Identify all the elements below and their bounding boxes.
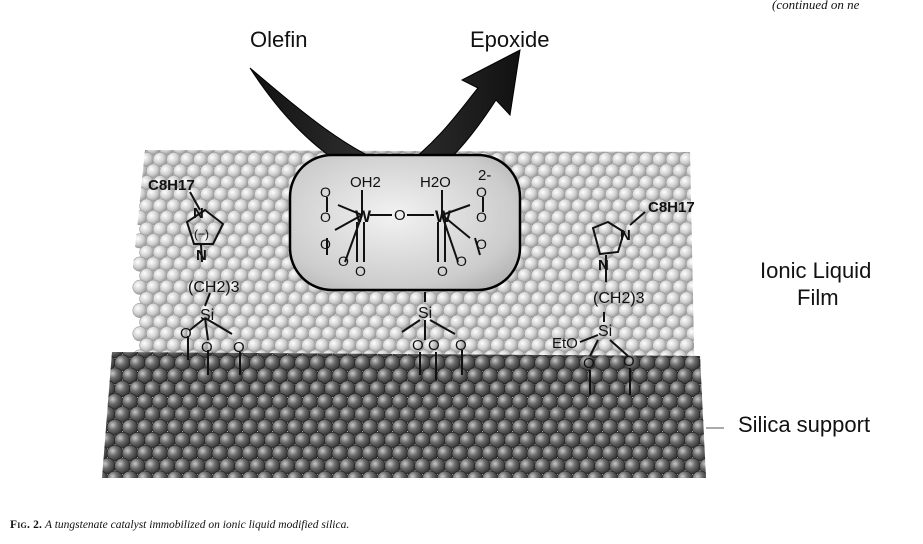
left-charge: (−) <box>194 227 209 241</box>
aqua-ligand-left: OH2 <box>350 174 381 191</box>
left-o3: O <box>233 339 245 356</box>
right-si: Si <box>598 323 612 340</box>
left-o1: O <box>180 325 192 342</box>
peroxo-o8: O <box>456 253 467 269</box>
ionic-liquid-label: Ionic Liquid <box>760 258 871 283</box>
center-o1: O <box>412 337 424 354</box>
olefin-label: Olefin <box>250 27 307 52</box>
silica-support-label: Silica support <box>738 412 870 437</box>
peroxo-o1: O <box>320 184 331 200</box>
center-o3: O <box>455 337 467 354</box>
left-si: Si <box>200 307 214 324</box>
tungsten-atom-left: W <box>355 207 372 226</box>
right-n-bottom: N <box>598 257 609 274</box>
left-n-top: N <box>193 205 204 222</box>
right-n-top: N <box>620 227 631 244</box>
left-chain-labels: C8H17 N (−) N (CH2)3 Si O O O <box>148 177 245 356</box>
peroxo-o4: O <box>338 253 349 269</box>
left-o2: O <box>201 339 213 356</box>
complex-charge: 2- <box>478 167 491 184</box>
peroxo-o5: O <box>476 184 487 200</box>
left-linker: (CH2)3 <box>188 279 240 296</box>
right-eto: EtO <box>552 335 578 352</box>
right-chain-labels: C8H17 N N (CH2)3 Si EtO O O <box>552 199 695 372</box>
tungstate-complex <box>326 190 484 263</box>
aqua-ligand-right: H2O <box>420 174 451 191</box>
film-label: Film <box>797 285 839 310</box>
right-linker: (CH2)3 <box>593 290 645 307</box>
caption-text: A tungstenate catalyst immobilized on io… <box>45 519 350 531</box>
center-o2: O <box>428 337 440 354</box>
caption-label: Fig. 2. <box>10 519 43 531</box>
left-n-bottom: N <box>196 247 207 264</box>
right-o1: O <box>583 355 595 372</box>
peroxo-o6: O <box>476 209 487 225</box>
center-si: Si <box>418 305 432 322</box>
center-anchor-labels: Si O O O <box>412 305 467 354</box>
peroxo-o2: O <box>320 209 331 225</box>
oxo-left: O <box>355 263 366 279</box>
silica-support-layer <box>102 352 706 478</box>
left-imidazolium-chain <box>185 191 241 375</box>
left-alkyl: C8H17 <box>148 177 195 194</box>
continued-note: (continued on ne <box>772 0 860 12</box>
bridging-oxygen: O <box>394 207 406 224</box>
center-anchor <box>401 292 463 380</box>
oxo-right: O <box>437 263 448 279</box>
figure-caption: Fig. 2. A tungstenate catalyst immobiliz… <box>10 519 910 531</box>
complex-atom-labels: W W O OH2 H2O 2- O O O O O O O O O O <box>320 167 491 279</box>
right-o2: O <box>623 353 635 370</box>
epoxide-label: Epoxide <box>470 27 550 52</box>
right-alkyl: C8H17 <box>648 199 695 216</box>
right-imidazolium-chain <box>579 211 646 395</box>
peroxo-o3: O <box>320 236 331 252</box>
peroxo-o7: O <box>476 236 487 252</box>
tungsten-atom-right: W <box>435 207 452 226</box>
